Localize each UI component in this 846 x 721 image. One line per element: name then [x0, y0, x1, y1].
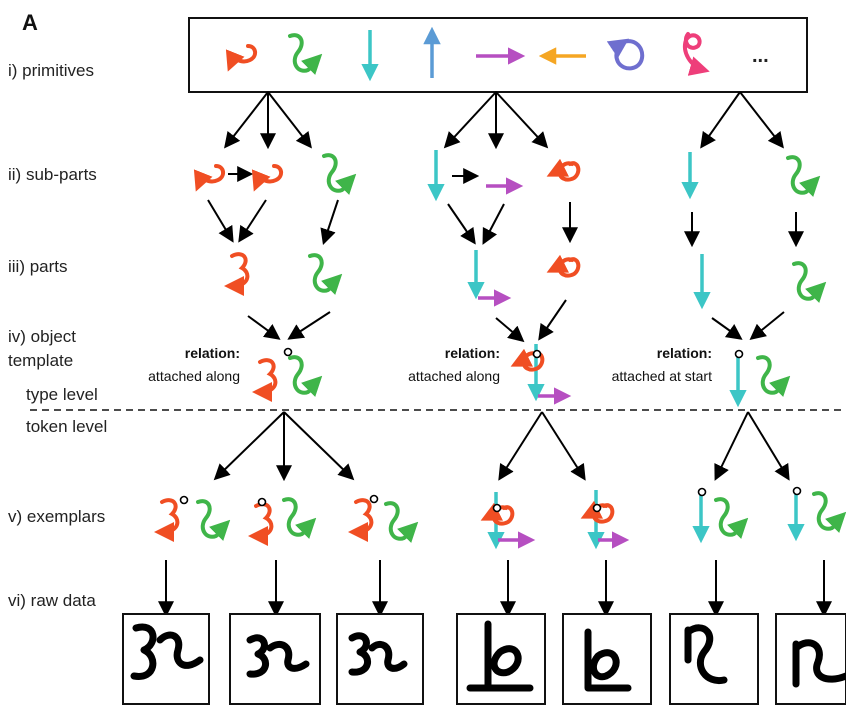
- part-red-loop: [552, 259, 578, 275]
- relation-heading-3: relation:: [657, 345, 712, 361]
- part-green-s: [310, 255, 338, 291]
- raw-data-box-2: [229, 613, 321, 705]
- raw-data-row: [122, 613, 846, 705]
- row-label-object-1: iv) object: [8, 327, 76, 346]
- attach-point-2: [532, 349, 542, 359]
- row-label-raw-data: vi) raw data: [8, 591, 96, 610]
- exemplar-1-green: [198, 501, 226, 537]
- subpart-green-s-2: [788, 157, 816, 193]
- row-label-primitives: i) primitives: [8, 61, 94, 80]
- template-1-red: [258, 360, 275, 392]
- relation-heading-2: relation:: [445, 345, 500, 361]
- attach-point-1: [283, 347, 293, 357]
- row-label-token-level: token level: [26, 417, 107, 436]
- subpart-green-s: [324, 155, 352, 191]
- primitive-purple-circle: [606, 38, 645, 71]
- part-red-3: [230, 254, 247, 286]
- primitive-pink-loop: [683, 32, 710, 76]
- exemplar-1-red: [160, 500, 177, 532]
- primitives-ellipsis: ...: [752, 45, 769, 67]
- row-label-parts: iii) parts: [8, 257, 68, 276]
- row-label-exemplars: v) exemplars: [8, 507, 105, 526]
- flow-arrows: [158, 91, 832, 618]
- relation-text-2: attached along: [408, 368, 500, 384]
- exemplar-2-red: [254, 504, 271, 536]
- subparts-row: [198, 150, 816, 202]
- relation-heading-1: relation:: [185, 345, 240, 361]
- raw-data-box-3: [336, 613, 424, 705]
- relation-text-3: attached at start: [612, 368, 713, 384]
- panel-label: A: [22, 10, 38, 35]
- row-label-subparts: ii) sub-parts: [8, 165, 97, 184]
- template-1-green: [290, 357, 318, 393]
- exemplar-3-green: [386, 503, 414, 539]
- exemplar-7-green: [814, 493, 842, 529]
- part-green-s-2: [794, 263, 822, 299]
- exemplar-6-green: [716, 499, 744, 535]
- raw-data-box-7: [775, 613, 846, 705]
- parts-row: [230, 250, 822, 310]
- row-label-type-level: type level: [26, 385, 98, 404]
- subpart-red-curl-2: [256, 166, 281, 186]
- raw-data-box-6: [669, 613, 759, 705]
- row-label-object-2: template: [8, 351, 73, 370]
- template-3-green: [758, 357, 786, 393]
- subpart-red-loop: [552, 163, 578, 179]
- exemplar-2-green: [284, 499, 312, 535]
- object-templates: relation: attached along relation: attac…: [148, 344, 786, 408]
- attach-point-3: [734, 349, 744, 359]
- primitives-row: ...: [230, 26, 769, 82]
- subpart-red-curl-1: [198, 166, 223, 186]
- relation-text-1: attached along: [148, 368, 240, 384]
- exemplars-row: [160, 486, 842, 550]
- exemplar-3-red: [354, 500, 371, 532]
